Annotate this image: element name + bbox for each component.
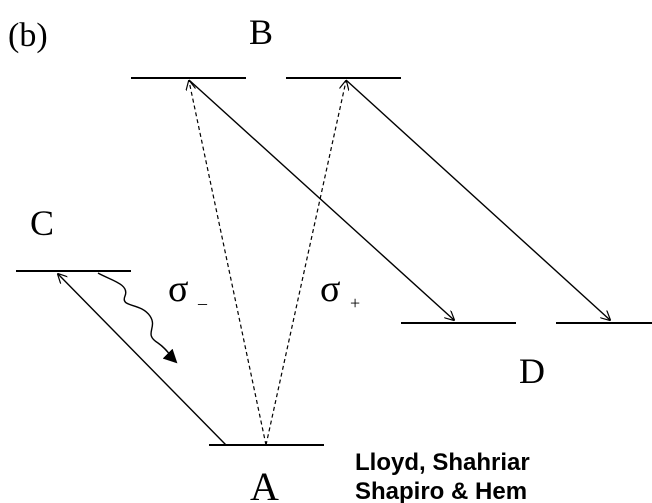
level-label-b: B (249, 12, 273, 52)
level-label-d: D (519, 351, 545, 391)
sigma-minus-symbol: σ (168, 268, 188, 310)
citation-line-1: Lloyd, Shahriar (355, 449, 530, 476)
level-label-c: C (30, 203, 54, 243)
a-c-transition-line (58, 274, 227, 446)
citation-line-2: Shapiro & Hem (355, 478, 527, 503)
level-label-a: A (250, 464, 279, 503)
sigma-minus-label: σ – (168, 268, 208, 313)
sigma-plus-subscript: + (350, 293, 360, 313)
decay-wavy-arrow (97, 272, 178, 364)
b-to-d-right-arrow (345, 79, 610, 320)
sigma-minus-transition-arrow (189, 81, 267, 446)
sigma-minus-subscript: – (197, 293, 208, 313)
sigma-plus-transition-arrow (265, 81, 346, 446)
panel-label: (b) (8, 17, 48, 54)
sigma-plus-symbol: σ (320, 268, 340, 310)
b-to-d-left-arrow (188, 79, 454, 320)
sigma-plus-label: σ + (320, 268, 360, 313)
